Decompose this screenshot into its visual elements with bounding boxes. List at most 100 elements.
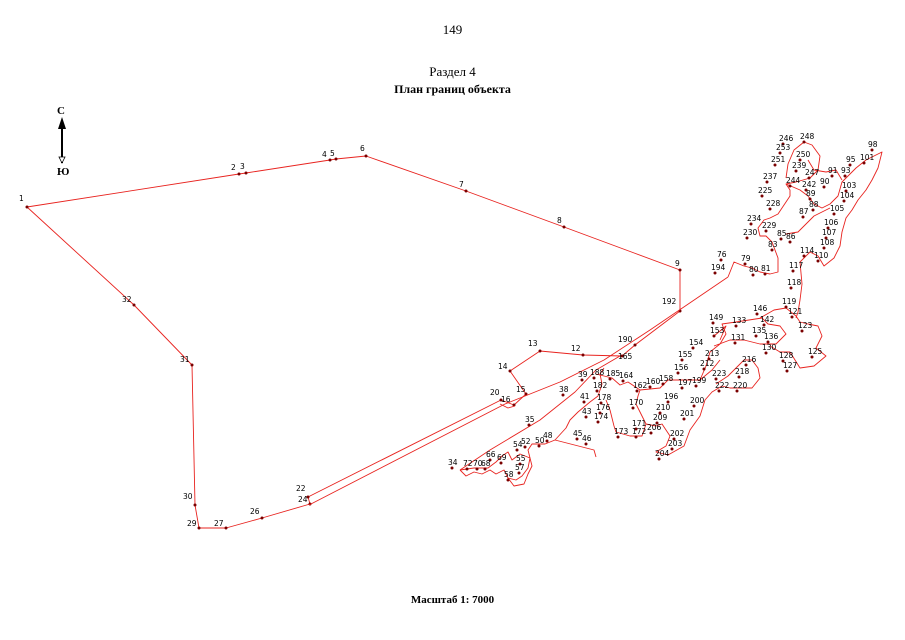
point-label-108: 108 — [820, 238, 835, 247]
boundary-vertex — [794, 169, 798, 173]
middle-line-1 — [595, 359, 721, 391]
point-label-8: 8 — [557, 216, 562, 225]
point-label-32: 32 — [122, 295, 132, 304]
point-label-203: 203 — [668, 439, 683, 448]
boundary-vertex — [802, 254, 806, 258]
boundary-vertex — [649, 431, 653, 435]
boundary-vertex — [770, 248, 774, 252]
boundary-vertex — [631, 406, 635, 410]
point-label-192: 192 — [662, 297, 677, 306]
boundary-vertex — [518, 462, 522, 466]
point-label-119: 119 — [782, 297, 797, 306]
upper-strip-west — [727, 141, 821, 278]
boundary-vertex — [672, 437, 676, 441]
boundary-vertex — [581, 353, 585, 357]
boundary-vertex — [788, 184, 792, 188]
boundary-vertex — [848, 163, 852, 167]
boundary-vertex — [620, 354, 624, 358]
upper-middle-loop — [699, 317, 787, 381]
boundary-vertex — [714, 377, 718, 381]
point-label-188: 188 — [590, 368, 605, 377]
point-label-104: 104 — [840, 191, 855, 200]
point-label-117: 117 — [789, 261, 804, 270]
east-edge-line — [459, 355, 621, 471]
point-label-209: 209 — [653, 413, 668, 422]
upper-strip-east — [785, 151, 883, 319]
boundary-vertex — [843, 174, 847, 178]
point-label-29: 29 — [187, 519, 197, 528]
boundary-vertex — [584, 415, 588, 419]
boundary-vertex — [488, 458, 492, 462]
boundary-vertex — [499, 398, 503, 402]
point-label-204: 204 — [655, 449, 670, 458]
page-number: 149 — [442, 22, 463, 37]
south-label: Ю — [57, 166, 70, 178]
boundary-vertex — [537, 444, 541, 448]
point-label-194: 194 — [711, 263, 726, 272]
boundary-vertex — [707, 357, 711, 361]
point-label-160: 160 — [646, 377, 661, 386]
boundary-vertex — [798, 158, 802, 162]
boundary-vertex — [712, 334, 716, 338]
boundary-vertex — [465, 467, 469, 471]
point-label-213: 213 — [705, 349, 720, 358]
boundary-vertex — [733, 341, 737, 345]
point-label-9: 9 — [675, 259, 680, 268]
point-label-98: 98 — [868, 140, 878, 149]
point-label-38: 38 — [559, 385, 569, 394]
boundary-vertex — [790, 315, 794, 319]
point-label-5: 5 — [330, 149, 335, 158]
point-label-234: 234 — [747, 214, 762, 223]
point-label-230: 230 — [743, 228, 758, 237]
point-label-173: 173 — [614, 427, 629, 436]
point-label-142: 142 — [760, 315, 775, 324]
point-label-253: 253 — [776, 143, 791, 152]
point-label-172: 172 — [632, 427, 647, 436]
boundary-vertex — [506, 478, 510, 482]
boundary-vertex — [870, 148, 874, 152]
point-label-35: 35 — [525, 415, 535, 424]
small-loop — [713, 325, 727, 341]
boundary-vertex — [582, 400, 586, 404]
boundary-vertex — [538, 349, 542, 353]
boundary-vertex — [527, 423, 531, 427]
boundary-vertex — [801, 215, 805, 219]
middle-loop-2 — [645, 359, 761, 456]
point-label-223: 223 — [712, 369, 727, 378]
scale-label: Масштаб 1: 7000 — [410, 594, 495, 606]
boundary-vertex — [781, 359, 785, 363]
boundary-vertex — [680, 358, 684, 362]
boundary-vertex — [224, 526, 228, 530]
upper-strip-top — [807, 159, 843, 181]
point-label-22: 22 — [296, 484, 306, 493]
point-label-136: 136 — [764, 332, 779, 341]
point-label-125: 125 — [808, 347, 823, 356]
middle-loop — [605, 389, 647, 437]
boundary-vertex — [306, 495, 310, 499]
point-label-197: 197 — [678, 378, 693, 387]
point-label-146: 146 — [753, 304, 768, 313]
boundary-vertex — [621, 379, 625, 383]
point-label-154: 154 — [689, 338, 704, 347]
point-label-4: 4 — [322, 150, 327, 159]
point-label-170: 170 — [629, 398, 644, 407]
point-label-107: 107 — [822, 228, 837, 237]
boundary-vertex — [523, 445, 527, 449]
boundary-vertex — [788, 240, 792, 244]
point-label-229: 229 — [762, 221, 777, 230]
point-label-81: 81 — [761, 264, 771, 273]
boundary-vertex — [751, 273, 755, 277]
boundary-vertex — [717, 389, 721, 393]
boundary-vertex — [773, 163, 777, 167]
point-label-58: 58 — [504, 470, 514, 479]
boundary-vertex — [680, 386, 684, 390]
point-label-242: 242 — [802, 180, 817, 189]
boundary-vertex — [655, 421, 659, 425]
point-label-153: 153 — [710, 326, 725, 335]
point-label-70: 70 — [473, 459, 483, 468]
boundary-vertex — [745, 236, 749, 240]
boundary-vertex — [364, 154, 368, 158]
boundary-vertex — [634, 435, 638, 439]
point-label-57: 57 — [515, 463, 525, 472]
